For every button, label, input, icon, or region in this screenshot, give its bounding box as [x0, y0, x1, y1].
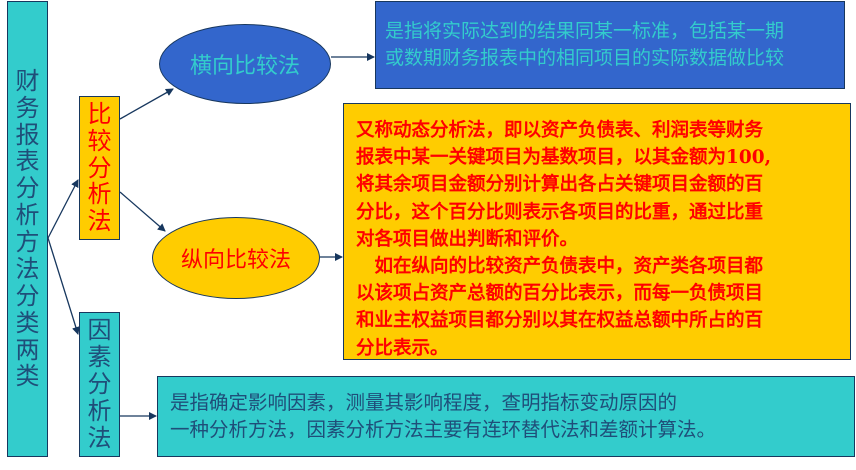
root-char: 财: [15, 66, 40, 95]
root-char: 表: [15, 147, 40, 176]
description-line: 报表中某一关键项目为基数项目，以其金额为100,: [356, 147, 772, 169]
factor-char: 素: [87, 343, 112, 372]
horizontal-comparison-description: 是指将实际达到的结果同某一标准，包括某一期 或数期财务报表中的相同项目的实际数据…: [375, 1, 845, 89]
root-char: 务: [15, 93, 40, 122]
description-line: 对各项目做出判断和评价。: [356, 228, 579, 250]
root-char: 两: [15, 335, 40, 364]
comparison-char: 析: [87, 180, 112, 209]
description-line: 是指将实际达到的结果同某一标准，包括某一期: [385, 20, 785, 42]
comparison-char: 比: [87, 99, 112, 128]
description-line: 或数期财务报表中的相同项目的实际数据做比较: [385, 47, 785, 69]
description-line: 是指确定影响因素，测量其影响程度，查明指标变动原因的: [170, 391, 678, 414]
arrow-root-to-comparison: [47, 179, 79, 239]
arrow-root-to-factor: [47, 237, 80, 335]
factor-char: 分: [87, 370, 112, 399]
factor-char: 法: [87, 423, 112, 452]
horizontal-comparison-label: 横向比较法: [189, 54, 300, 79]
description-line: 将其余项目金额分别计算出各占关键项目金额的百: [356, 174, 764, 196]
description-line: 和业主权益项目都分别以其在权益总额中所占的百: [356, 310, 764, 332]
description-line: 又称动态分析法，即以资产负债表、利润表等财务: [356, 120, 764, 141]
node-factor-method: 因 素 分 析 法: [79, 312, 120, 457]
root-char: 分: [15, 281, 40, 310]
comparison-char: 分: [87, 153, 112, 182]
root-char: 类: [15, 362, 40, 391]
description-line: 一种分析方法，因素分析方法主要有连环替代法和差额计算法。: [170, 418, 717, 441]
vertical-comparison-description: 又称动态分析法，即以资产负债表、利润表等财务 报表中某一关键项目为基数项目，以其…: [343, 103, 851, 360]
node-horizontal-comparison: 横向比较法: [159, 24, 331, 104]
root-char: 法: [15, 254, 40, 283]
root-char: 析: [15, 201, 40, 230]
root-char: 方: [15, 228, 40, 256]
description-line: 如在纵向的比较资产负债表中，资产类各项目都: [356, 256, 764, 278]
comparison-char: 较: [87, 126, 112, 155]
arrow-comparison-to-horizontal: [119, 88, 174, 120]
root-char: 类: [15, 308, 40, 337]
factor-char: 因: [87, 316, 112, 345]
description-line: 分比表示。: [356, 337, 449, 359]
description-line: 分比，这个百分比则表示各项目的比重，通过比重: [356, 201, 764, 223]
root-char: 分: [15, 174, 40, 203]
node-vertical-comparison: 纵向比较法: [152, 217, 320, 299]
description-line: 以该项占资产总额的百分比表示，而每一负债项目: [356, 283, 764, 305]
comparison-char: 法: [87, 207, 112, 236]
factor-method-description: 是指确定影响因素，测量其影响程度，查明指标变动原因的 一种分析方法，因素分析方法…: [157, 376, 855, 457]
root-char: 报: [15, 120, 40, 149]
arrow-comparison-to-vertical: [119, 191, 166, 232]
factor-char: 析: [87, 396, 112, 425]
node-comparison-method: 比 较 分 析 法: [79, 96, 120, 240]
vertical-comparison-label: 纵向比较法: [180, 248, 291, 273]
root-node-financial-analysis-methods: 财 务 报 表 分 析 方 法 分 类 两 类: [7, 1, 48, 457]
